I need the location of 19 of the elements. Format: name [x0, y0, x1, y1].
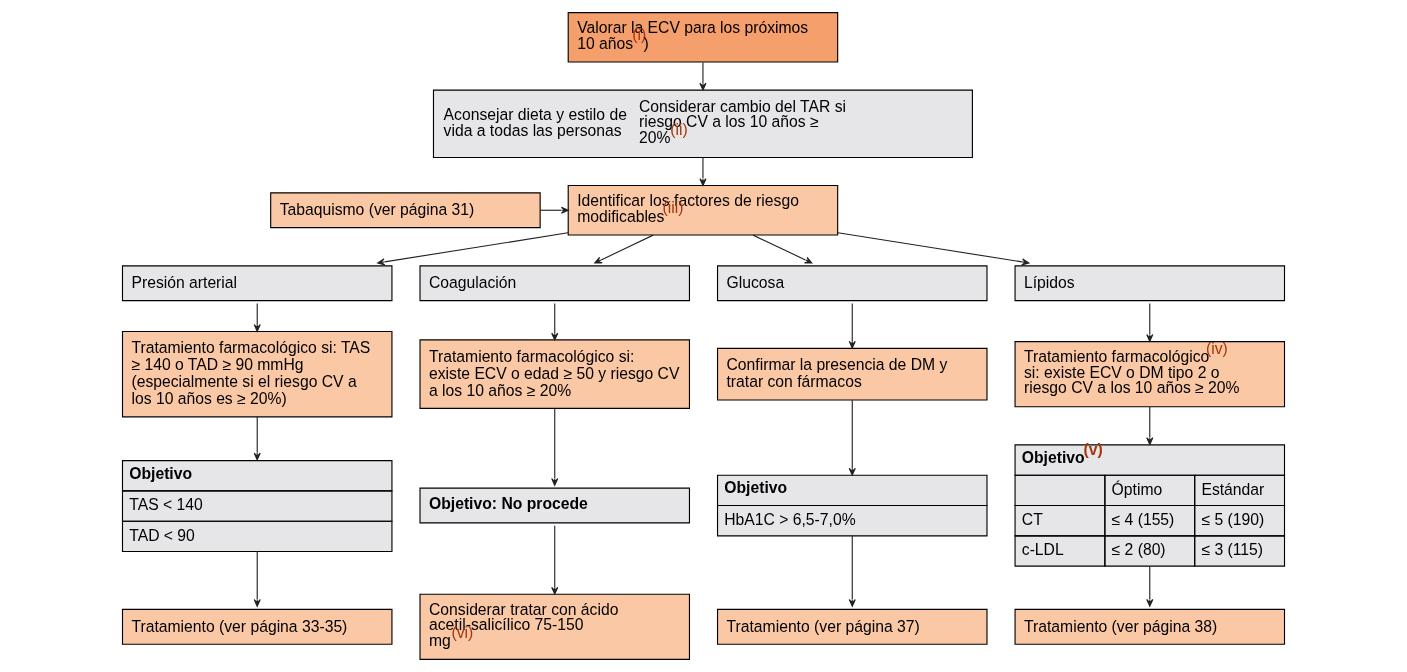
arrow — [848, 535, 856, 607]
arrow — [699, 61, 707, 91]
arrow — [1146, 406, 1154, 445]
arrow — [1146, 565, 1154, 607]
arrow — [837, 232, 1030, 266]
arrow — [539, 206, 569, 214]
arrow — [551, 408, 559, 486]
arrow — [551, 525, 559, 595]
arrow — [699, 157, 707, 186]
arrow — [594, 234, 654, 264]
arrow — [1146, 303, 1154, 342]
arrow — [848, 399, 856, 476]
arrow — [377, 232, 569, 266]
arrow — [551, 303, 559, 341]
arrow — [253, 550, 261, 607]
arrow — [253, 303, 261, 332]
arrow — [848, 303, 856, 349]
arrow — [752, 234, 813, 264]
arrow — [253, 416, 261, 461]
